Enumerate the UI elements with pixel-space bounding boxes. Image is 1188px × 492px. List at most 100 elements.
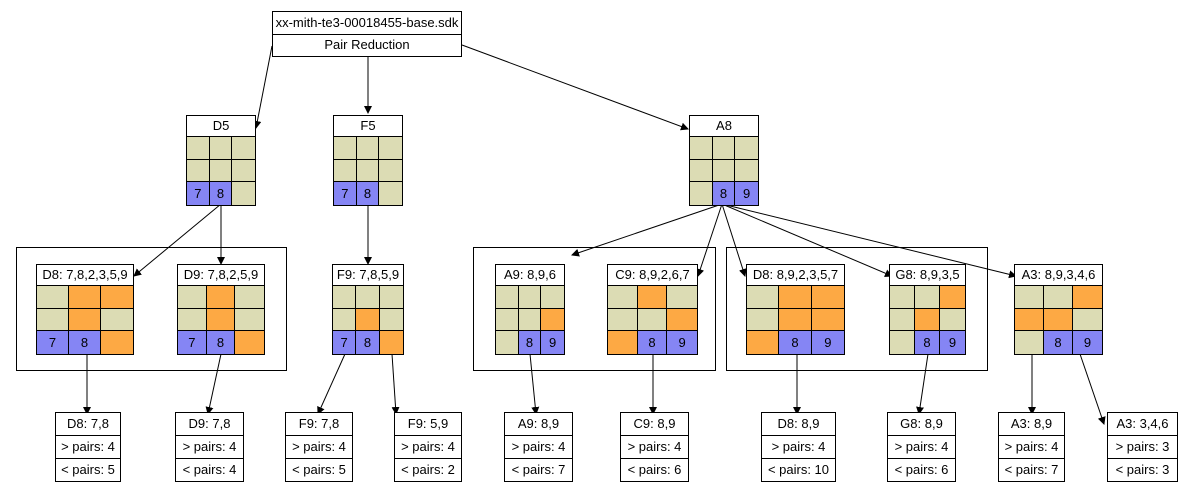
- grid-cell: [379, 137, 402, 160]
- grid-cell: [232, 159, 255, 183]
- leaf-less-pairs: < pairs: 7: [505, 458, 572, 481]
- grid-cell: [747, 331, 780, 354]
- grid-cell: [890, 331, 915, 354]
- grid-cell: [541, 308, 564, 332]
- grid-cell: [379, 286, 403, 309]
- grid-cell: 8: [1044, 331, 1073, 354]
- grid-cell: [1015, 286, 1044, 309]
- leaf-more-pairs: > pairs: 4: [176, 435, 243, 458]
- leaf-more-pairs: > pairs: 4: [286, 435, 352, 458]
- edge-f9-leaf2: [391, 353, 400, 415]
- grid-cell: 9: [541, 331, 564, 354]
- node-label: D8: 7,8,2,3,5,9: [42, 267, 128, 282]
- grid-cell: [811, 286, 844, 309]
- grid-cell: 8: [356, 331, 380, 354]
- grid-cell: [496, 286, 519, 309]
- node-label: A8: [716, 118, 732, 133]
- root-file-name: xx-mith-te3-00018455-base.sdk: [275, 15, 459, 30]
- grid-cell: [206, 308, 236, 332]
- grid-cell: [890, 308, 915, 332]
- grid-cell: 8: [69, 331, 101, 354]
- edge-d5-d8: [133, 203, 222, 277]
- leaf-f9-59: F9: 5,9 > pairs: 4 < pairs: 2: [394, 412, 462, 482]
- grid-cell: [235, 286, 264, 309]
- grid-cell: 8: [206, 331, 236, 354]
- edge-a8-a3: [721, 203, 1017, 279]
- grid-cell: [940, 308, 965, 332]
- grid-cell: [608, 308, 638, 332]
- edge-a8-c9: [696, 203, 723, 277]
- grid-cell: [379, 308, 403, 332]
- grid-cell: [1015, 308, 1044, 332]
- leaf-head: F9: 7,8: [298, 416, 340, 431]
- leaf-more-pairs: > pairs: 3: [1108, 435, 1177, 458]
- grid-cell: [356, 286, 380, 309]
- grid-cell: [608, 286, 638, 309]
- grid-cell: 8: [637, 331, 668, 354]
- leaf-less-pairs: < pairs: 2: [395, 458, 461, 481]
- grid-cell: [232, 137, 255, 160]
- grid-cell: [37, 286, 69, 309]
- grid-cell: 9: [667, 331, 697, 354]
- leaf-d8-89: D8: 8,9 > pairs: 4 < pairs: 10: [761, 412, 836, 482]
- grid-cell: [334, 159, 357, 183]
- leaf-more-pairs: > pairs: 4: [888, 435, 955, 458]
- grid-cell: [178, 286, 207, 309]
- leaf-less-pairs: < pairs: 7: [999, 458, 1064, 481]
- grid-cell: [518, 286, 542, 309]
- grid-cell: [712, 159, 736, 183]
- leaf-head: G8: 8,9: [900, 416, 943, 431]
- grid-cell: [379, 331, 403, 354]
- grid-cell: [209, 159, 233, 183]
- grid-cell: [496, 331, 519, 354]
- node-label: C9: 8,9,2,6,7: [615, 267, 690, 282]
- grid-cell: 7: [187, 182, 210, 205]
- grid-cell: [1073, 308, 1102, 332]
- edge-f9-leaf1: [317, 353, 346, 415]
- grid-cell: [667, 308, 697, 332]
- grid-cell: 8: [518, 331, 542, 354]
- leaf-head: C9: 8,9: [633, 416, 676, 431]
- grid-cell: [187, 137, 210, 160]
- grid-cell: 8: [356, 182, 380, 205]
- leaf-head: A3: 3,4,6: [1116, 416, 1169, 431]
- grid-cell: [356, 159, 380, 183]
- edge-a3-leaf2: [1079, 353, 1106, 425]
- grid-cell: [667, 286, 697, 309]
- node-label: D9: 7,8,2,5,9: [183, 267, 259, 282]
- leaf-less-pairs: < pairs: 6: [621, 458, 688, 481]
- node-label: G8: 8,9,3,5: [895, 267, 960, 282]
- grid-cell: [333, 286, 357, 309]
- leaf-a3-346: A3: 3,4,6 > pairs: 3 < pairs: 3: [1107, 412, 1178, 482]
- grid-cell: [356, 137, 380, 160]
- grid-cell: 8: [209, 182, 233, 205]
- node-label: A9: 8,9,6: [503, 267, 557, 282]
- leaf-head: D8: 7,8: [67, 416, 109, 431]
- grid-cell: [69, 308, 101, 332]
- root-node: xx-mith-te3-00018455-base.sdk Pair Reduc…: [272, 11, 462, 57]
- edge-d9-leaf: [205, 353, 222, 415]
- leaf-less-pairs: < pairs: 6: [888, 458, 955, 481]
- edge-a8-g8: [721, 203, 893, 277]
- grid-cell: [915, 308, 940, 332]
- grid-cell: [690, 182, 713, 205]
- edge-g8-leaf: [916, 353, 929, 415]
- grid-cell: [1015, 331, 1044, 354]
- grid-cell: [779, 286, 812, 309]
- leaf-more-pairs: > pairs: 4: [395, 435, 461, 458]
- grid-cell: [690, 159, 713, 183]
- node-label: F9: 7,8,5,9: [336, 267, 400, 282]
- root-divider: [273, 34, 461, 35]
- grid-cell: 8: [915, 331, 940, 354]
- grid-cell: 7: [334, 182, 357, 205]
